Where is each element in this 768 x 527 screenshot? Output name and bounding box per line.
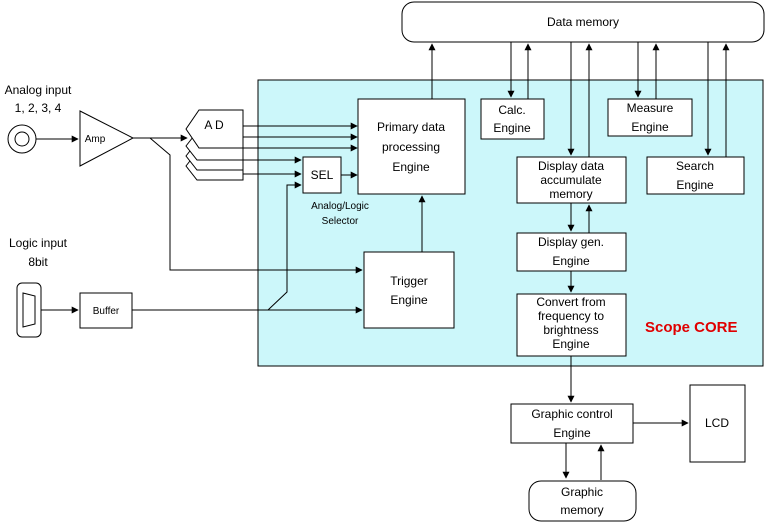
sel-caption-line2: Selector <box>322 216 359 227</box>
graphic-control-block <box>510 403 634 444</box>
graphic-control-line2: Engine <box>553 426 591 440</box>
buffer-label: Buffer <box>93 306 120 317</box>
display-gen-line2: Engine <box>552 254 590 268</box>
buffer-block <box>79 292 133 329</box>
amp-label: Amp <box>85 134 106 145</box>
measure-engine-block <box>607 98 693 137</box>
calc-label-line1: Calc. <box>498 103 525 117</box>
display-acc-line3: memory <box>549 187 592 201</box>
lcd-block <box>689 384 746 463</box>
amp-block <box>79 110 135 167</box>
lcd-label: LCD <box>705 416 729 430</box>
convert-line2: frequency to <box>538 309 604 323</box>
convert-line1: Convert from <box>536 295 605 309</box>
primary-label-line1: Primary data <box>377 120 445 134</box>
trigger-label-line2: Engine <box>390 293 428 307</box>
calc-label-line2: Engine <box>493 121 531 135</box>
measure-label-line2: Engine <box>631 120 669 134</box>
trigger-engine-block <box>363 251 455 329</box>
primary-label-line3: Engine <box>392 160 430 174</box>
data-memory-block <box>401 1 765 43</box>
scope-core-label: Scope CORE <box>645 319 738 336</box>
convert-line3: brightness <box>543 323 598 337</box>
primary-processing-block <box>357 98 466 195</box>
trigger-label-line1: Trigger <box>390 274 428 288</box>
logic-connector-icon <box>16 282 42 338</box>
data-memory-label: Data memory <box>547 15 619 29</box>
measure-label-line1: Measure <box>627 101 674 115</box>
logic-connector-inner-icon <box>22 292 36 328</box>
search-engine-block <box>646 156 745 195</box>
sel-caption-line1: Analog/Logic <box>311 201 369 212</box>
search-label-line1: Search <box>676 159 714 173</box>
search-label-line2: Engine <box>676 178 714 192</box>
display-accumulate-block <box>516 156 627 204</box>
display-acc-line2: accumulate <box>540 173 602 187</box>
analog-input-channels: 1, 2, 3, 4 <box>15 101 62 115</box>
graphic-memory-block <box>528 480 637 522</box>
ad-label: A D <box>204 118 224 132</box>
ad-converter-block <box>185 109 244 149</box>
logic-input-bits: 8bit <box>28 255 48 269</box>
primary-label-line2: processing <box>382 140 440 154</box>
analog-connector-inner-icon <box>14 131 30 147</box>
graphic-memory-line2: memory <box>560 503 603 517</box>
graphic-control-line1: Graphic control <box>531 407 612 421</box>
graphic-memory-line1: Graphic <box>561 485 603 499</box>
sel-label: SEL <box>311 168 334 182</box>
convert-engine-block <box>516 293 627 357</box>
calc-engine-block <box>480 98 545 140</box>
display-gen-line1: Display gen. <box>538 235 604 249</box>
logic-input-label: Logic input <box>9 236 68 250</box>
convert-line4: Engine <box>552 337 590 351</box>
analog-input-label: Analog input <box>5 83 72 97</box>
display-acc-line1: Display data <box>538 159 604 173</box>
